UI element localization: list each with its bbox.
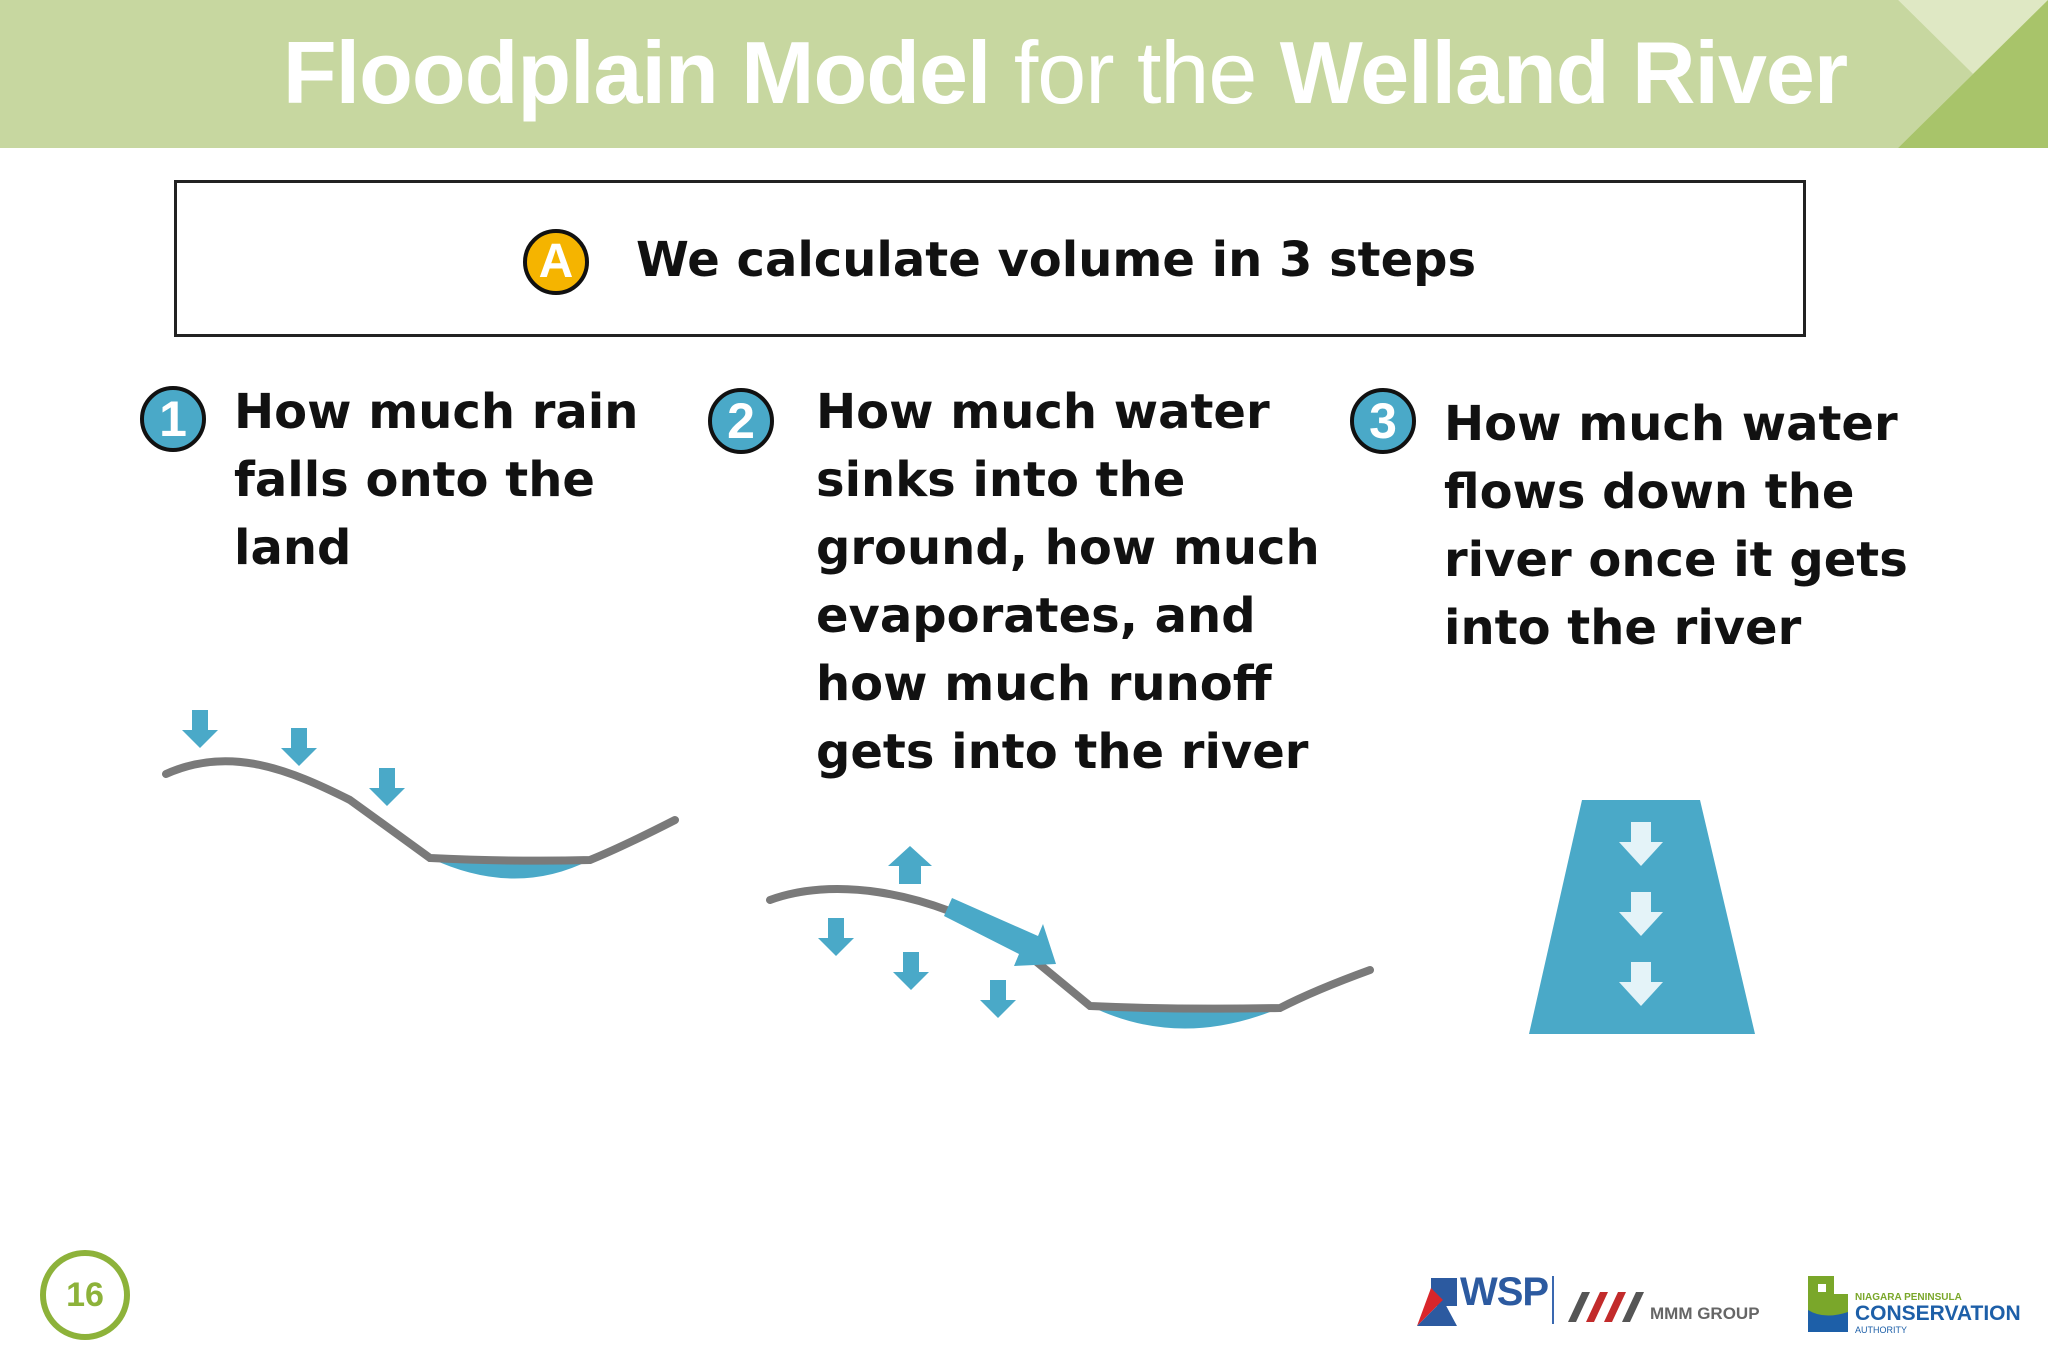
- npca-logo-main: CONSERVATION: [1855, 1302, 2021, 1325]
- step-2-line: ground, how much: [816, 520, 1320, 576]
- step-1-number: 1: [140, 386, 206, 452]
- step-3-line: into the river: [1444, 600, 1802, 656]
- intro-box: [174, 180, 1806, 337]
- infiltration-arrow-icon: [893, 952, 929, 990]
- corner-decoration: [1898, 0, 2048, 148]
- ground-line: [162, 757, 679, 865]
- evaporation-arrow-icon: [888, 846, 932, 884]
- mmm-logo-text: MMM GROUP: [1650, 1304, 1760, 1323]
- infiltration-arrow-icon: [980, 980, 1016, 1018]
- title-part-3: Welland River: [1279, 23, 1848, 122]
- rain-illustration: [162, 710, 679, 879]
- title-part-2: for the: [1013, 23, 1257, 122]
- header-banner: [0, 0, 2048, 148]
- step-2-line: evaporates, and: [816, 588, 1256, 644]
- step-2-number: 2: [708, 388, 774, 454]
- mmm-logo-icon: [1568, 1292, 1644, 1322]
- step-1-line: falls onto the: [234, 452, 595, 508]
- step-1-line: How much rain: [234, 384, 639, 440]
- npca-logo-icon: [1808, 1276, 1848, 1332]
- partner-logos: WSP MMM GROUP NIAGARA PENINSULA CONSERVA…: [1410, 1268, 2021, 1338]
- flow-arrow-icon: [1619, 822, 1663, 866]
- step-2-line: sinks into the: [816, 452, 1186, 508]
- ground-line: [766, 885, 1374, 1013]
- rain-arrows: [182, 710, 405, 806]
- step-2-text: How much water sinks into the ground, ho…: [816, 378, 1320, 786]
- wsp-logo-icon: [1417, 1278, 1457, 1326]
- page-number: 16: [40, 1250, 130, 1340]
- intro-text: We calculate volume in 3 steps: [636, 232, 1477, 288]
- step-3-text: How much water flows down the river once…: [1444, 390, 1908, 662]
- wsp-logo-text: WSP: [1460, 1270, 1549, 1314]
- step-3-line: How much water: [1444, 396, 1898, 452]
- step-2-line: how much runoff: [816, 656, 1272, 712]
- arrow-down-icon: [182, 710, 218, 748]
- step-1-text: How much rain falls onto the land: [234, 378, 638, 582]
- page-title: Floodplain Model for the Welland River: [0, 22, 2048, 124]
- badge-a: A: [523, 229, 589, 295]
- step-3-number: 3: [1350, 388, 1416, 454]
- flow-arrow-icon: [1619, 962, 1663, 1006]
- arrow-down-icon: [369, 768, 405, 806]
- step-3-line: flows down the: [1444, 464, 1855, 520]
- step-3-line: river once it gets: [1444, 532, 1908, 588]
- runoff-illustration: [766, 846, 1374, 1029]
- step-1-line: land: [234, 520, 352, 576]
- title-part-1: Floodplain Model: [282, 23, 991, 122]
- logo-divider: [1552, 1276, 1554, 1324]
- arrow-down-icon: [281, 728, 317, 766]
- step-2-line: gets into the river: [816, 724, 1309, 780]
- runoff-arrow-icon: [944, 898, 1056, 966]
- step-2-line: How much water: [816, 384, 1270, 440]
- npca-logo-bottom: AUTHORITY: [1855, 1325, 1908, 1335]
- npca-logo-top: NIAGARA PENINSULA: [1855, 1292, 1962, 1303]
- infiltration-arrow-icon: [818, 918, 854, 956]
- river-flow-illustration: [1529, 800, 1755, 1034]
- flow-arrow-icon: [1619, 892, 1663, 936]
